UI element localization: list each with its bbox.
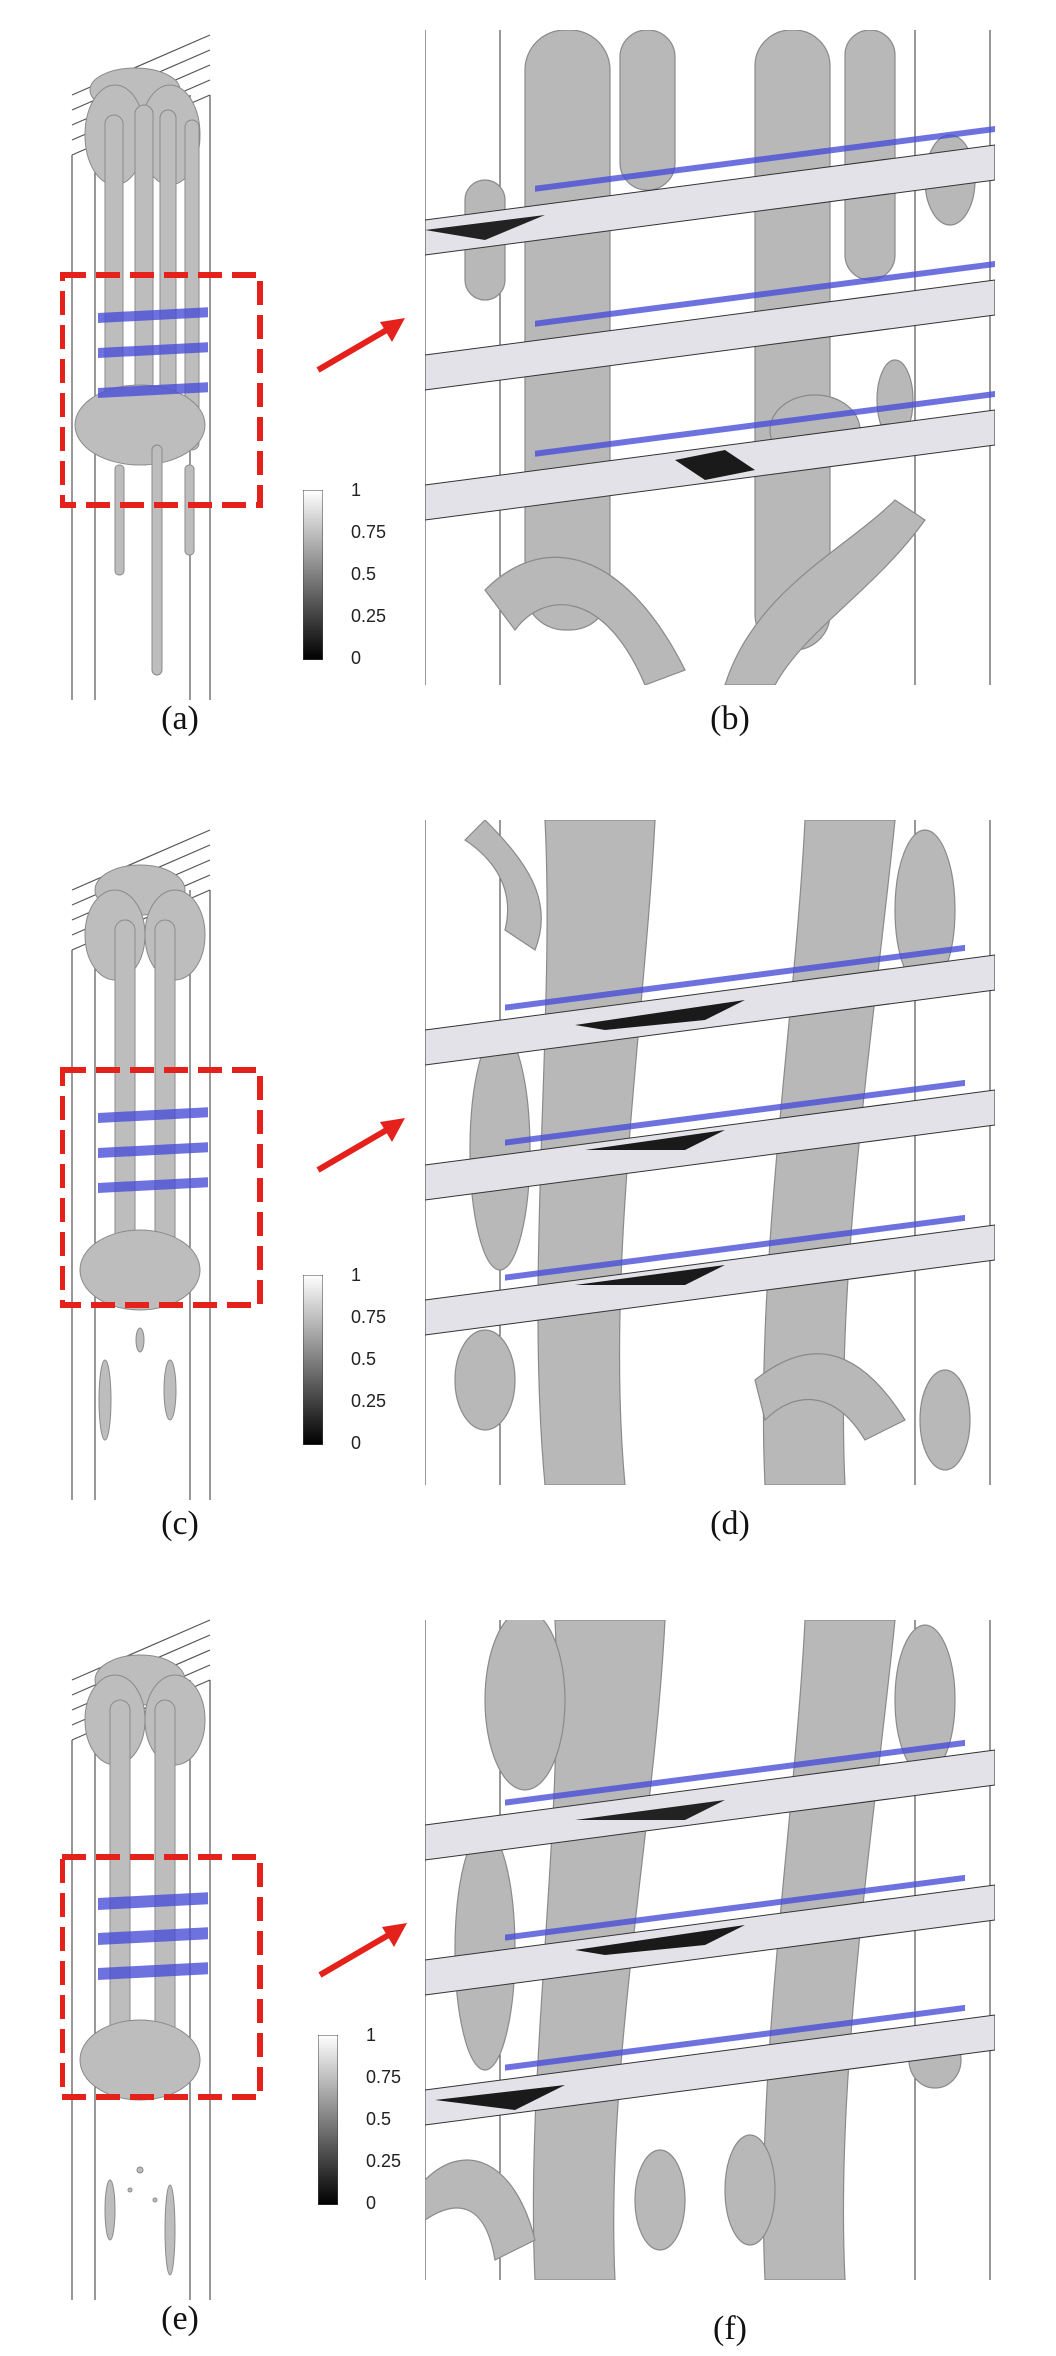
highlight-box bbox=[60, 272, 263, 508]
colorbar-tick: 0.25 bbox=[351, 1391, 387, 1411]
colorbar: 1 0.75 0.5 0.25 0 bbox=[303, 1265, 413, 1455]
colorbar-tick: 0.5 bbox=[351, 1349, 377, 1369]
overview-panel-e bbox=[60, 1610, 290, 2300]
caption-f: (f) bbox=[713, 2310, 747, 2347]
caption-b: (b) bbox=[710, 700, 750, 737]
caption-a: (a) bbox=[161, 700, 199, 737]
colorbar-tick: 0 bbox=[351, 648, 362, 668]
highlight-box bbox=[60, 1067, 263, 1308]
colorbar-tick: 0.75 bbox=[366, 2067, 402, 2087]
colorbar-tick: 0.75 bbox=[351, 522, 387, 542]
colorbar-tick: 1 bbox=[366, 2025, 377, 2045]
colorbar-tick: 0.5 bbox=[366, 2109, 392, 2129]
highlight-box bbox=[60, 1854, 263, 2100]
zoom-panel-d bbox=[425, 820, 995, 1485]
overview-panel-c bbox=[60, 820, 290, 1505]
colorbar: 1 0.75 0.5 0.25 0 bbox=[303, 480, 413, 670]
caption-c: (c) bbox=[161, 1505, 199, 1542]
colorbar: 1 0.75 0.5 0.25 0 bbox=[318, 2025, 428, 2215]
colorbar-tick: 1 bbox=[351, 1265, 362, 1285]
colorbar-tick: 0.5 bbox=[351, 564, 377, 584]
figure-row-1: 1 0.75 0.5 0.25 0 bbox=[0, 0, 1056, 750]
figure-row-3: 1 0.75 0.5 0.25 0 bbox=[0, 1580, 1056, 2356]
colorbar-tick: 0.25 bbox=[366, 2151, 402, 2171]
overview-panel-a bbox=[60, 25, 290, 710]
zoom-arrow bbox=[318, 1923, 407, 1978]
colorbar-tick: 0.75 bbox=[351, 1307, 387, 1327]
figure-row-2: 1 0.75 0.5 0.25 0 bbox=[0, 790, 1056, 1550]
caption-d: (d) bbox=[710, 1505, 750, 1542]
zoom-panel-f bbox=[425, 1620, 995, 2280]
colorbar-tick: 1 bbox=[351, 480, 362, 500]
zoom-arrow bbox=[316, 1118, 405, 1173]
colorbar-tick: 0 bbox=[366, 2193, 377, 2213]
colorbar-tick: 0.25 bbox=[351, 606, 387, 626]
caption-e: (e) bbox=[161, 2300, 199, 2337]
zoom-panel-b bbox=[425, 30, 995, 685]
colorbar-tick: 0 bbox=[351, 1433, 362, 1453]
zoom-arrow bbox=[316, 318, 405, 373]
